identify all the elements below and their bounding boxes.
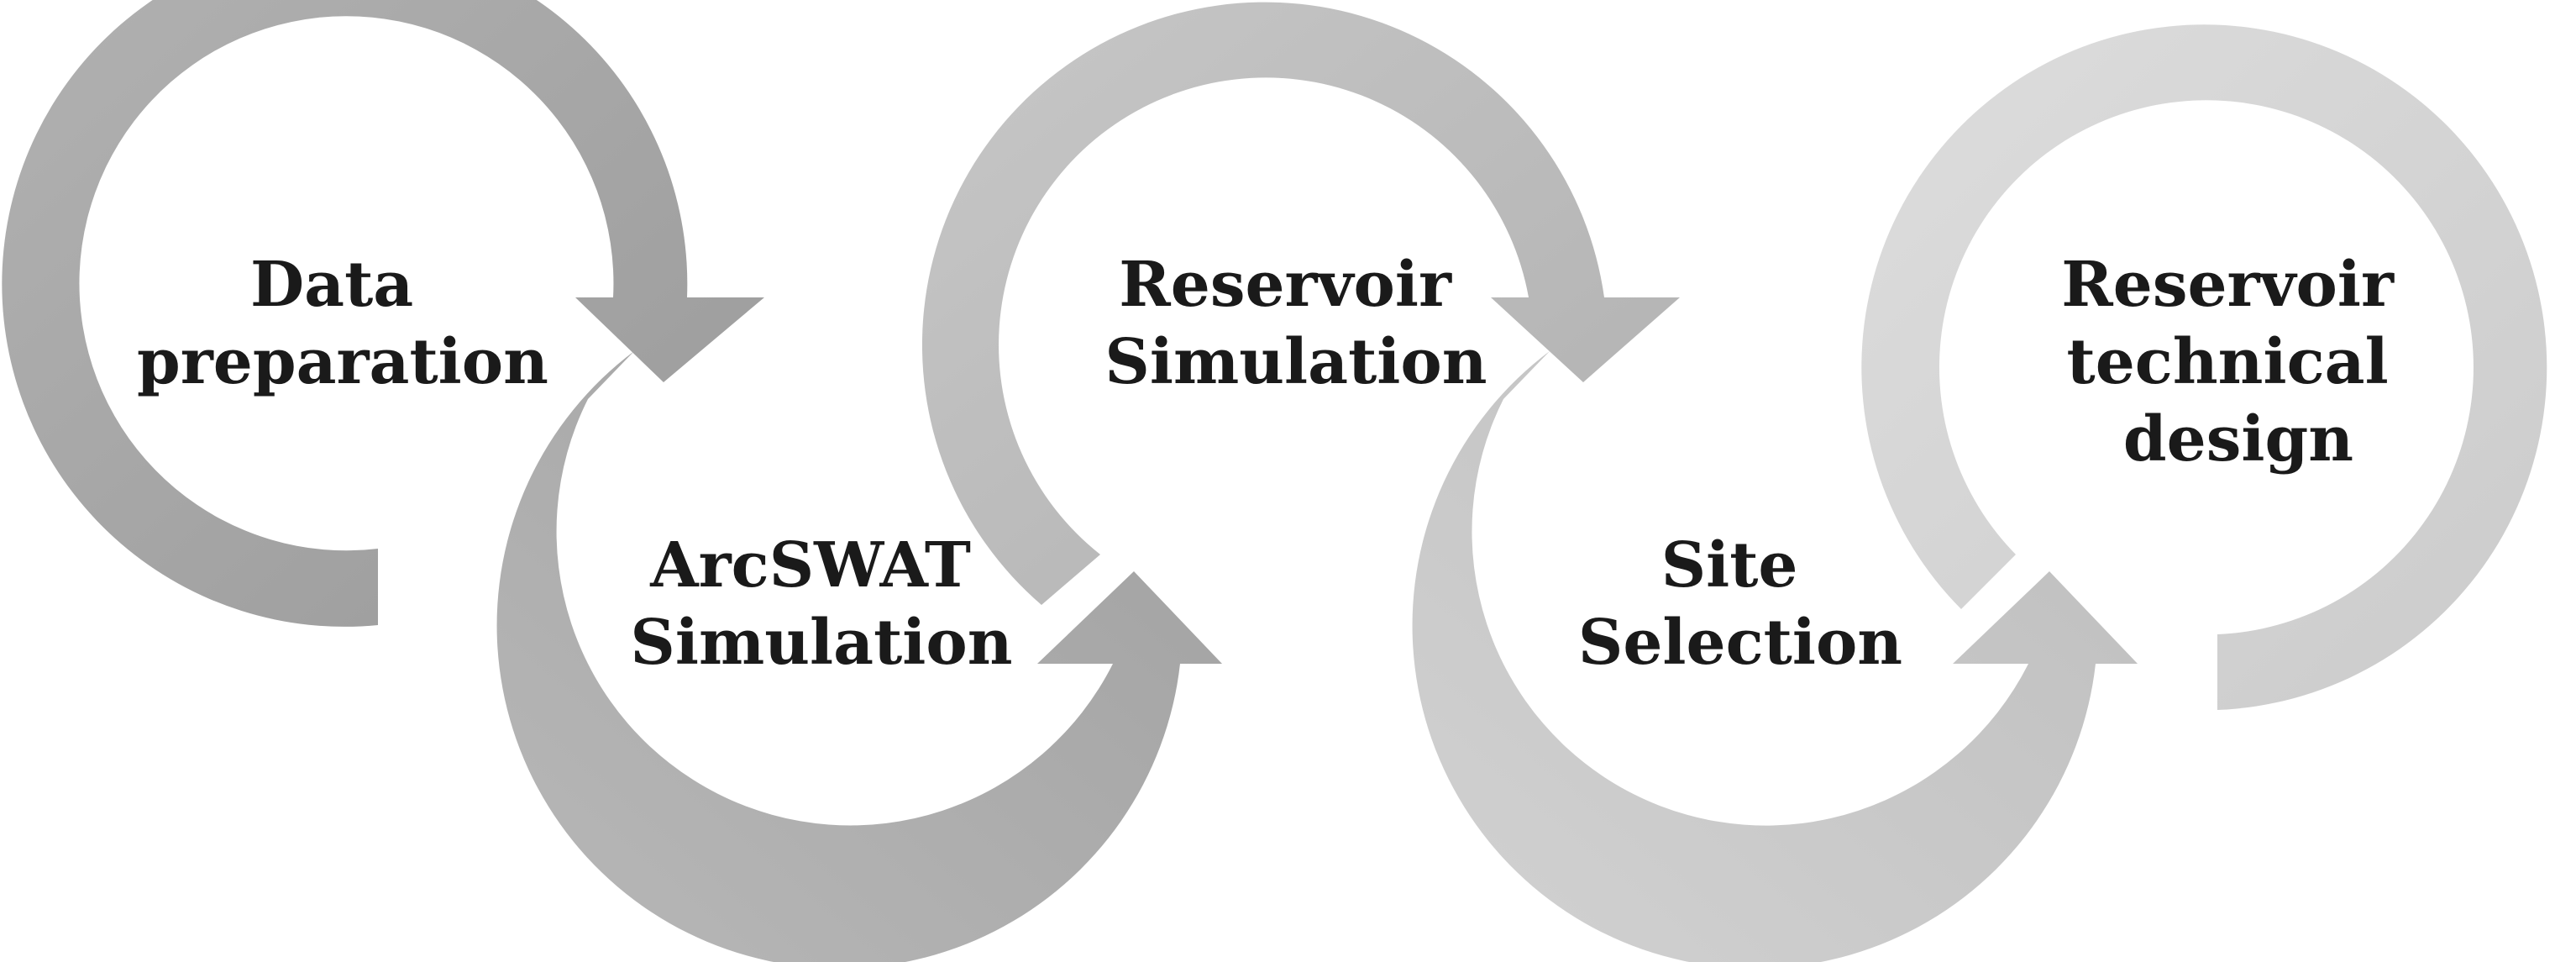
- step-data-preparation: Data preparation: [2, 0, 764, 627]
- step-label-line: design: [2123, 403, 2353, 476]
- step-label-line: Simulation: [630, 607, 1012, 679]
- step-label-line: Simulation: [1104, 326, 1487, 398]
- step-label-line: preparation: [137, 326, 548, 398]
- step-label: Reservoir Simulation: [1104, 249, 1487, 398]
- step-label: Reservoir technical design: [2061, 249, 2416, 476]
- circular-arrow-icon: [2, 0, 764, 627]
- step-reservoir-technical-design: Reservoir technical design: [1861, 24, 2547, 711]
- step-label-line: Data: [250, 249, 413, 321]
- step-label: ArcSWAT Simulation: [630, 529, 1012, 679]
- step-label-line: Selection: [1578, 607, 1902, 679]
- step-label-line: Reservoir: [2061, 249, 2395, 321]
- step-reservoir-simulation: Reservoir Simulation: [921, 2, 1680, 605]
- step-label-line: Reservoir: [1119, 249, 1452, 321]
- step-site-selection: Site Selection: [1412, 351, 2138, 962]
- step-label-line: ArcSWAT: [649, 529, 971, 602]
- step-label-line: Site: [1661, 529, 1798, 602]
- step-label: Site Selection: [1578, 529, 1902, 679]
- step-label-line: technical: [2067, 326, 2389, 398]
- step-arcswat-simulation: ArcSWAT Simulation: [496, 351, 1222, 962]
- step-label: Data preparation: [137, 249, 548, 398]
- circular-arrow-icon: [921, 2, 1680, 605]
- circular-arrow-icon: [496, 351, 1222, 962]
- circular-arrow-icon: [1412, 351, 2138, 962]
